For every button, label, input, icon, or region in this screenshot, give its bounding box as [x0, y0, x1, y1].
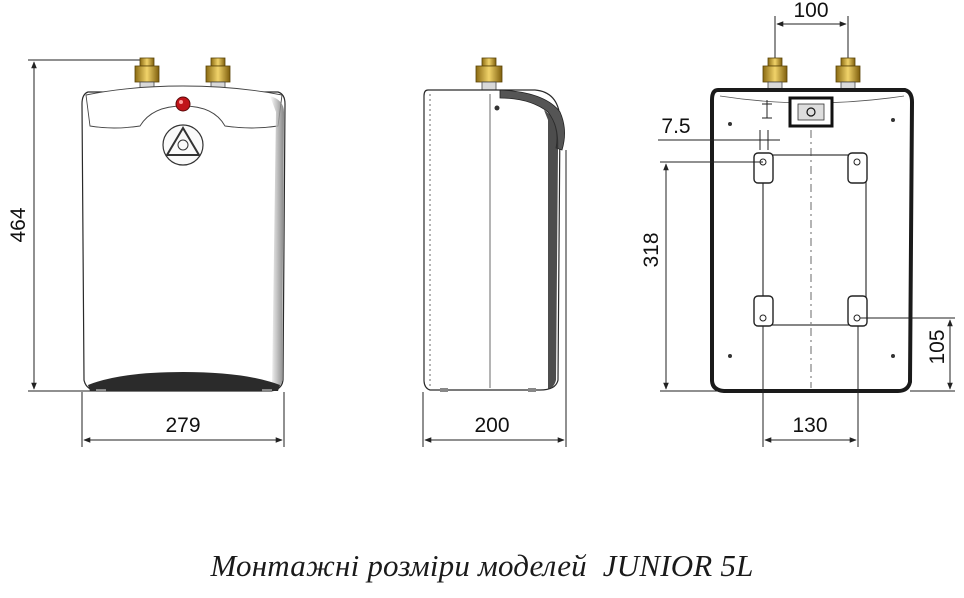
- drawing-caption: Монтажні розміри моделей JUNIOR 5L: [210, 548, 754, 583]
- side-view: 200: [422, 57, 567, 447]
- front-width-label: 279: [165, 414, 200, 437]
- lower-left-bracket: [753, 295, 774, 327]
- side-depth-label: 200: [474, 414, 509, 437]
- upper-left-bracket: [753, 152, 774, 184]
- bracket-horizontal-label: 130: [792, 414, 827, 437]
- back-view: 100: [640, 0, 955, 447]
- lower-right-bracket: [847, 295, 868, 327]
- back-inlet-pipe: [762, 57, 788, 92]
- thermostat-knob: [162, 124, 204, 166]
- pipe-spacing-label: 100: [793, 0, 828, 22]
- offset-label: 7.5: [661, 115, 690, 138]
- bracket-vertical-label: 318: [640, 232, 663, 267]
- upper-right-bracket: [847, 152, 868, 184]
- side-pipe: [475, 57, 503, 92]
- front-inlet-pipe: [134, 57, 160, 92]
- indicator-light: [175, 96, 191, 112]
- front-view: 464 279: [7, 57, 286, 447]
- side-tank-body: [423, 89, 561, 391]
- front-height-label: 464: [7, 207, 30, 242]
- lower-bracket-height-label: 105: [926, 329, 949, 364]
- back-tank-body: [710, 88, 915, 393]
- front-outlet-pipe: [205, 57, 231, 92]
- back-outlet-pipe: [835, 57, 861, 92]
